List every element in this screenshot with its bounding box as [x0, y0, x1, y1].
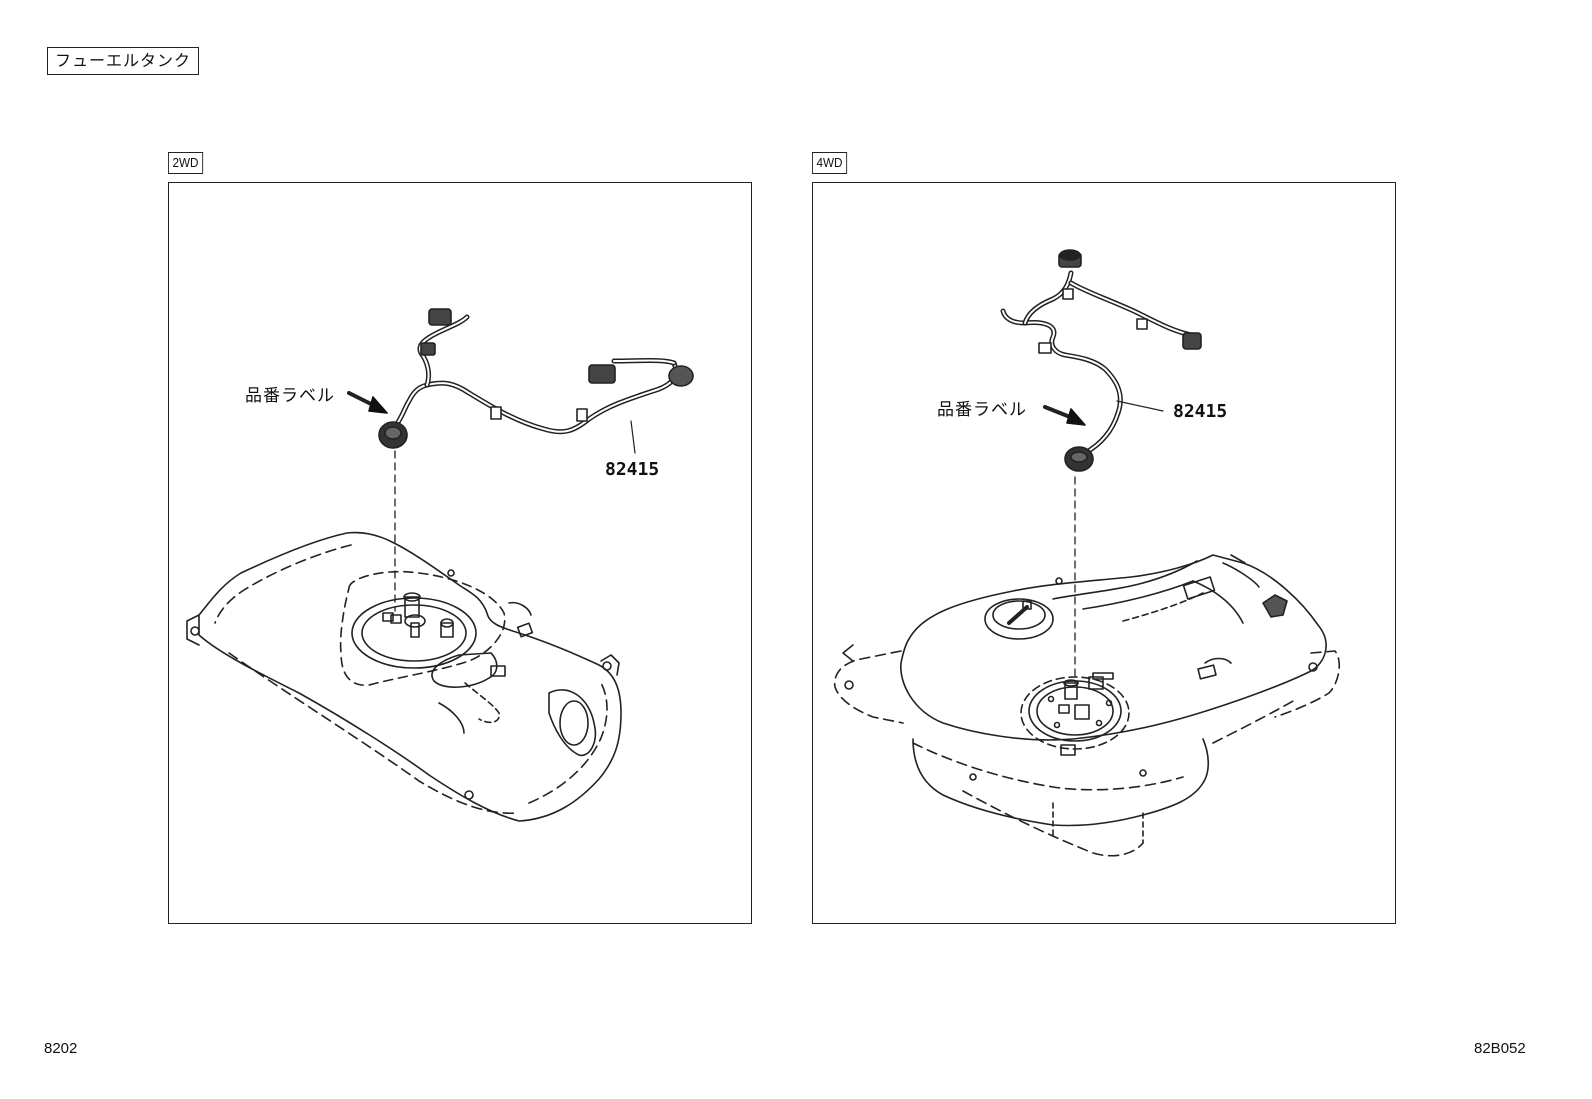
- fuel-tank-4wd: [833, 554, 1341, 857]
- part-number-4wd: 82415: [1173, 401, 1228, 422]
- fuel-tank-2wd: [186, 531, 622, 822]
- panel-2wd: 品番ラベル 82415: [168, 182, 752, 924]
- leader-line-2wd: [630, 420, 636, 454]
- panel-4wd: 品番ラベル 82415: [812, 182, 1396, 924]
- fuel-tank-4wd-diagram: [833, 249, 1341, 857]
- part-number-2wd: 82415: [605, 459, 660, 480]
- panel-2wd-tag: 2WD: [168, 152, 204, 174]
- page-code: 8202: [44, 1040, 78, 1057]
- part-number-label-4wd: 品番ラベル: [937, 400, 1027, 420]
- panel-4wd-tag: 4WD: [812, 152, 848, 174]
- wire-harness-4wd: [1000, 249, 1202, 472]
- fuel-tank-2wd-diagram: [186, 308, 694, 822]
- page-title: フューエルタンク: [47, 47, 200, 75]
- wire-harness-2wd: [378, 308, 694, 449]
- figure-code: 82B052: [1474, 1040, 1526, 1057]
- part-number-label-2wd: 品番ラベル: [245, 386, 335, 406]
